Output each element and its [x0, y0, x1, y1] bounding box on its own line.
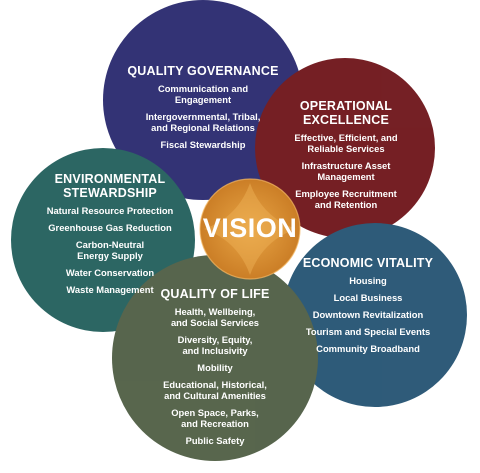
environment-item-natural-resources: Natural Resource Protection: [46, 205, 174, 216]
operations-item-employees: Employee Recruitment and Retention: [295, 188, 397, 210]
economy-item-tourism: Tourism and Special Events: [305, 326, 431, 337]
operations-item-infrastructure: Infrastructure Asset Management: [301, 160, 391, 182]
quality-governance-circle: [103, 0, 303, 200]
economy-item-downtown: Downtown Revitalization: [312, 309, 424, 320]
quality-governance-text: QUALITY GOVERNANCE Communication and Eng…: [123, 64, 283, 156]
life-item-health: Health, Wellbeing, and Social Services: [170, 306, 260, 328]
environment-item-water: Water Conservation: [65, 267, 155, 278]
quality-of-life-circle: [112, 255, 318, 461]
quality-of-life-text: QUALITY OF LIFE Health, Wellbeing, and S…: [150, 287, 280, 452]
life-item-public-safety: Public Safety: [185, 435, 245, 446]
operations-item-services: Effective, Efficient, and Reliable Servi…: [294, 132, 398, 154]
vision-emblem: [199, 178, 301, 280]
economy-item-broadband: Community Broadband: [316, 343, 420, 354]
operational-excellence-circle: [255, 58, 435, 238]
life-item-open-space: Open Space, Parks, and Recreation: [171, 407, 259, 429]
governance-item-communication: Communication and Engagement: [157, 83, 249, 105]
economic-vitality-circle: [283, 223, 467, 407]
economy-item-housing: Housing: [349, 275, 387, 286]
life-item-diversity: Diversity, Equity, and Inclusivity: [177, 334, 253, 356]
environmental-stewardship-title: ENVIRONMENTAL STEWARDSHIP: [54, 172, 166, 200]
environmental-stewardship-text: ENVIRONMENTAL STEWARDSHIP Natural Resour…: [40, 172, 180, 301]
environment-item-waste: Waste Management: [66, 284, 154, 295]
quality-governance-title: QUALITY GOVERNANCE: [127, 64, 279, 78]
governance-item-fiscal: Fiscal Stewardship: [160, 139, 246, 150]
operational-excellence-title: OPERATIONAL EXCELLENCE: [299, 99, 393, 127]
environment-item-greenhouse-gas: Greenhouse Gas Reduction: [48, 222, 172, 233]
economic-vitality-title: ECONOMIC VITALITY: [302, 256, 434, 270]
economic-vitality-text: ECONOMIC VITALITY Housing Local Business…: [296, 256, 440, 360]
quality-of-life-title: QUALITY OF LIFE: [160, 287, 270, 301]
operational-excellence-text: OPERATIONAL EXCELLENCE Effective, Effici…: [268, 99, 424, 216]
life-item-mobility: Mobility: [197, 362, 233, 373]
life-item-education: Educational, Historical, and Cultural Am…: [163, 379, 267, 401]
vision-label: VISION: [202, 213, 298, 243]
environment-item-carbon-neutral: Carbon-Neutral Energy Supply: [75, 239, 145, 261]
governance-item-intergovernmental: Intergovernmental, Tribal, and Regional …: [145, 111, 261, 133]
economy-item-local-business: Local Business: [333, 292, 403, 303]
